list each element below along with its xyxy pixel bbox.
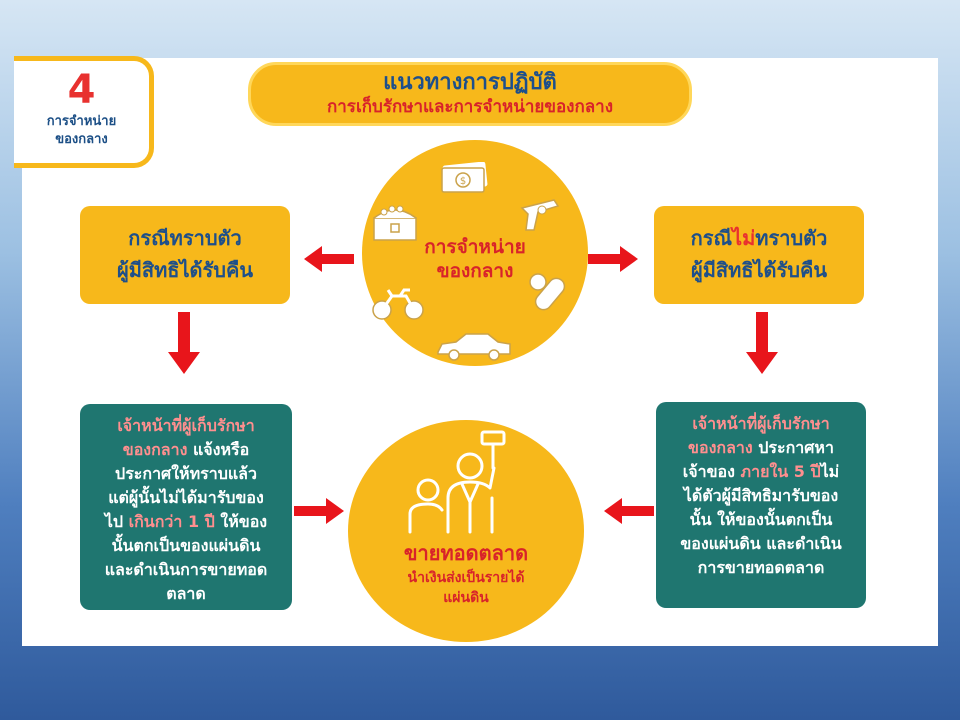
right-action-line5: นั้น ให้ของนั้นตกเป็น: [689, 510, 833, 529]
motorcycle-icon: [372, 288, 424, 320]
arrow-right-bottom: [294, 498, 344, 524]
arrow-right-top: [588, 246, 638, 272]
disposal-circle: $ การจำหน่าย ของกลาง: [362, 140, 588, 366]
pills-icon: [529, 273, 566, 311]
auction-circle: ขายทอดตลาด นำเงินส่งเป็นรายได้ แผ่นดิน: [348, 420, 584, 642]
money-icon: $: [441, 162, 488, 193]
page-title: แนวทางการปฏิบัติ: [383, 70, 557, 95]
section-tag: 4 การจำหน่าย ของกลาง: [14, 56, 154, 168]
disposal-label-line1: การจำหน่าย: [424, 236, 526, 258]
arrow-left-bottom: [604, 498, 654, 524]
right-action-line6: ของแผ่นดิน และดำเนิน: [680, 534, 842, 553]
left-action-line5a: ไป: [104, 512, 129, 531]
unknown-owner-line2: ผู้มีสิทธิได้รับคืน: [690, 258, 828, 282]
disposal-label-line2: ของกลาง: [436, 260, 514, 282]
known-owner-line2: ผู้มีสิทธิได้รับคืน: [116, 258, 254, 282]
car-icon: [437, 333, 511, 361]
unknown-owner-action-box: เจ้าหน้าที่ผู้เก็บรักษา ของกลาง ประกาศหา…: [656, 402, 866, 608]
unknown-owner-pre: กรณี: [690, 226, 733, 250]
title-banner: แนวทางการปฏิบัติ การเก็บรักษาและการจำหน่…: [248, 62, 692, 126]
right-action-line2: ของกลาง ประกาศหา: [664, 436, 858, 460]
page-subtitle: การเก็บรักษาและการจำหน่ายของกลาง: [326, 97, 614, 117]
known-owner-action-box: เจ้าหน้าที่ผู้เก็บรักษา ของกลาง แจ้งหรือ…: [80, 404, 292, 610]
unknown-owner-post: ทราบตัว: [755, 226, 828, 250]
right-action-officer: เจ้าหน้าที่ผู้เก็บรักษา: [692, 414, 830, 433]
left-action-line1: เจ้าหน้าที่ผู้เก็บรักษา: [88, 414, 284, 438]
unknown-owner-highlight: ไม่: [732, 226, 756, 250]
section-number: 4: [67, 67, 96, 113]
disposal-label: การจำหน่าย ของกลาง: [362, 235, 588, 283]
left-action-period: เกินกว่า 1 ปี: [128, 512, 215, 531]
right-action-evidence: ของกลาง: [688, 438, 753, 457]
left-action-line7: และดำเนินการขายทอด: [104, 560, 268, 579]
known-owner-line1: กรณีทราบตัว: [128, 226, 242, 250]
right-action-line1: เจ้าหน้าที่ผู้เก็บรักษา: [664, 412, 858, 436]
left-action-officer: เจ้าหน้าที่ผู้เก็บรักษา: [117, 416, 255, 435]
right-action-line3b: ไม่: [820, 462, 840, 481]
known-owner-box: กรณีทราบตัว ผู้มีสิทธิได้รับคืน: [80, 206, 290, 304]
right-action-announce: ประกาศหา: [752, 438, 834, 457]
section-label-line2: ของกลาง: [55, 132, 108, 147]
left-action-line5: ไป เกินกว่า 1 ปี ให้ของ: [88, 510, 284, 534]
unknown-owner-line1: กรณีไม่ทราบตัว: [654, 222, 864, 254]
auction-sub1: นำเงินส่งเป็นรายได้: [407, 570, 525, 586]
right-action-line4: ได้ตัวผู้มีสิทธิมารับของ: [683, 486, 839, 505]
left-action-line6: นั้นตกเป็นของแผ่นดิน: [111, 536, 261, 555]
left-action-line5b: ให้ของ: [214, 512, 268, 531]
auction-people-icon: [408, 430, 506, 534]
left-action-line2: ของกลาง แจ้งหรือ: [88, 438, 284, 462]
auction-sub2: แผ่นดิน: [443, 590, 489, 606]
right-action-line7: การขายทอดตลาด: [697, 558, 825, 577]
svg-text:$: $: [460, 176, 466, 187]
unknown-owner-box: กรณีไม่ทราบตัว ผู้มีสิทธิได้รับคืน: [654, 206, 864, 304]
right-action-line3: เจ้าของ ภายใน 5 ปีไม่: [664, 460, 858, 484]
left-action-notify: แจ้งหรือ: [187, 440, 250, 459]
gun-icon: [520, 199, 560, 231]
arrow-down-left: [168, 312, 200, 374]
left-action-evidence: ของกลาง: [122, 440, 188, 459]
left-action-line4: แต่ผู้นั้นไม่ได้มารับของ: [108, 488, 264, 507]
right-action-line3a: เจ้าของ: [682, 462, 741, 481]
left-action-line3: ประกาศให้ทราบแล้ว: [115, 464, 257, 483]
section-label-line1: การจำหน่าย: [46, 114, 117, 129]
arrow-down-right: [746, 312, 778, 374]
left-action-line8: ตลาด: [166, 584, 206, 603]
right-action-period: ภายใน 5 ปี: [740, 462, 821, 481]
treasure-chest-icon: [373, 205, 417, 241]
auction-title: ขายทอดตลาด: [403, 541, 529, 565]
arrow-left-top: [304, 246, 354, 272]
